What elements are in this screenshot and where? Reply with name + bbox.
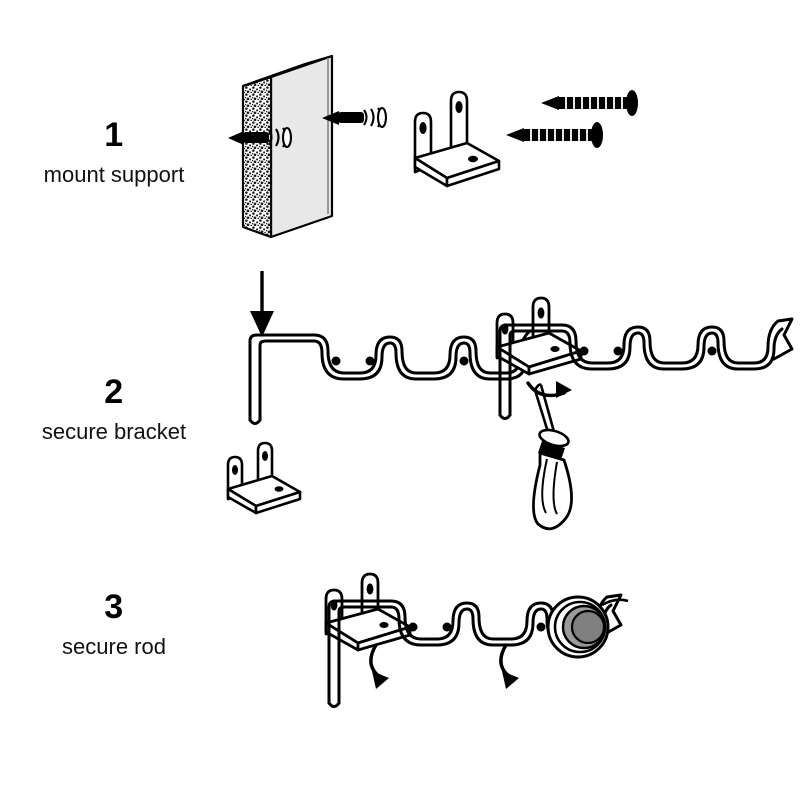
step-1: 1 mount support [0,30,800,260]
step-3-label: 3 secure rod [0,590,228,660]
step-2-label: 2 secure bracket [0,375,228,445]
step-1-illustration [210,30,800,260]
down-arrow [250,271,274,337]
wall-anchor-inserted [228,126,293,149]
step-1-label: 1 mount support [0,118,228,188]
step-2-caption: secure bracket [41,419,187,444]
step-2-number: 2 [104,373,124,411]
step-2-illustration [210,265,800,531]
rod-holder-left [248,327,546,425]
rod-holder-left-rivets [331,356,469,366]
l-bracket-below [226,441,302,515]
rod-holder-seated-rivets [579,346,717,356]
snap-arrow-left [369,643,389,689]
step-3-caption: secure rod [62,634,166,659]
wall-panel [241,54,334,239]
screwdriver [532,383,573,531]
step-3-number: 3 [104,588,124,626]
screw-lower [506,122,603,148]
rod-holder-mounted-rivets [408,622,546,632]
step-3-illustration [210,545,800,745]
wall-anchor-loose [322,106,388,129]
curtain-rod [546,595,629,659]
step-1-number: 1 [104,116,124,154]
snap-arrow-right [499,643,519,689]
rod-holder-seated [495,296,794,420]
step-3: 3 secure rod [0,545,800,745]
screw-upper [541,90,638,116]
l-bracket [413,90,501,188]
step-1-caption: mount support [43,162,185,187]
step-2: 2 secure bracket [0,265,800,531]
